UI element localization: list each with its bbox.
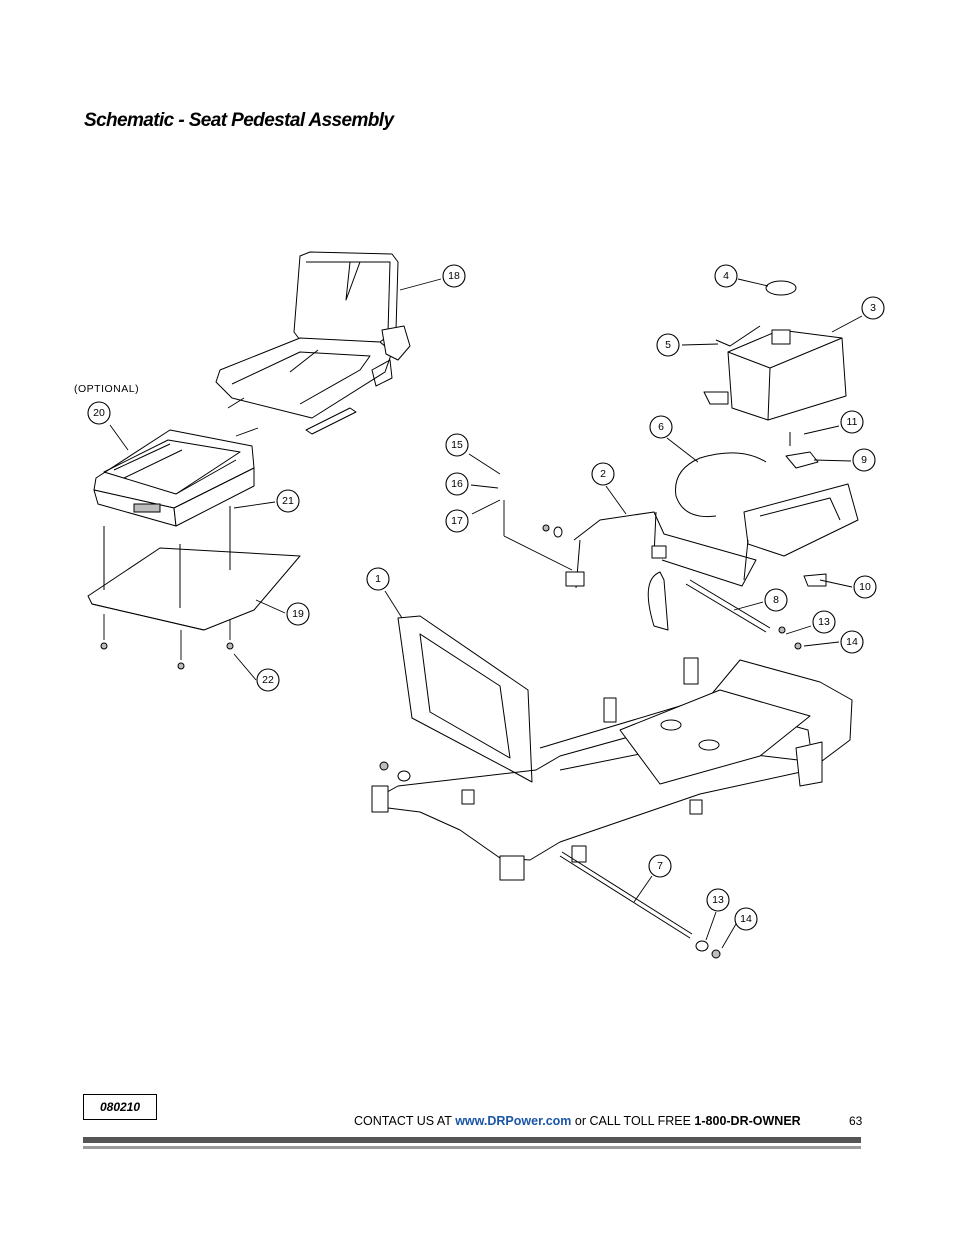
callout-21: 21 xyxy=(276,489,300,513)
callout-22: 22 xyxy=(256,668,280,692)
svg-text:3: 3 xyxy=(870,302,876,314)
seat-drawing xyxy=(215,251,411,437)
callout-6: 6 xyxy=(649,415,673,439)
svg-text:21: 21 xyxy=(282,495,294,507)
callout-17: 17 xyxy=(445,509,469,533)
svg-text:13: 13 xyxy=(818,616,830,628)
cable-bracket-drawing xyxy=(675,452,859,587)
svg-text:6: 6 xyxy=(658,421,664,433)
svg-text:20: 20 xyxy=(93,407,105,419)
callout-13-lower: 13 xyxy=(706,888,730,912)
callout-20: 20 xyxy=(87,401,111,425)
callout-15: 15 xyxy=(445,433,469,457)
callout-8: 8 xyxy=(764,588,788,612)
page-title: Schematic - Seat Pedestal Assembly xyxy=(84,110,394,131)
svg-text:17: 17 xyxy=(451,515,463,527)
callout-19: 19 xyxy=(286,602,310,626)
svg-text:1: 1 xyxy=(375,573,381,585)
footer-rule xyxy=(83,1137,861,1143)
svg-text:19: 19 xyxy=(292,608,304,620)
tank-drawing xyxy=(703,280,847,469)
phone-number: 1-800-DR-OWNER xyxy=(694,1114,801,1128)
callout-13: 13 xyxy=(812,610,836,634)
callout-16: 16 xyxy=(445,472,469,496)
callout-18: 18 xyxy=(442,264,466,288)
contact-prefix: CONTACT US AT xyxy=(354,1114,452,1128)
footer-contact: CONTACT US AT www.DRPower.com or CALL TO… xyxy=(354,1114,801,1128)
callout-5: 5 xyxy=(656,333,680,357)
document-code: 080210 xyxy=(83,1094,157,1120)
svg-text:8: 8 xyxy=(773,594,779,606)
svg-text:22: 22 xyxy=(262,674,274,686)
page-number: 63 xyxy=(849,1114,863,1128)
leader-lines xyxy=(109,278,863,949)
callout-10: 10 xyxy=(853,575,877,599)
callout-14-lower: 14 xyxy=(734,907,758,931)
svg-text:15: 15 xyxy=(451,439,463,451)
optional-label: (OPTIONAL) xyxy=(74,383,139,395)
callout-14: 14 xyxy=(840,630,864,654)
contact-middle: or CALL TOLL FREE xyxy=(574,1114,691,1128)
svg-text:16: 16 xyxy=(451,478,463,490)
footer-rule-thin xyxy=(83,1146,861,1149)
callout-3: 3 xyxy=(861,296,885,320)
website-link[interactable]: www.DRPower.com xyxy=(455,1114,572,1128)
svg-text:7: 7 xyxy=(657,860,663,872)
callout-1: 1 xyxy=(366,567,390,591)
svg-text:10: 10 xyxy=(859,581,871,593)
svg-text:9: 9 xyxy=(861,454,867,466)
pedestal-frame-drawing xyxy=(503,500,771,633)
svg-text:13: 13 xyxy=(712,894,724,906)
svg-text:18: 18 xyxy=(448,270,460,282)
optional-cushion-drawing xyxy=(93,429,255,527)
svg-text:14: 14 xyxy=(846,636,858,648)
svg-text:14: 14 xyxy=(740,913,752,925)
svg-text:11: 11 xyxy=(847,416,858,428)
callout-11: 11 xyxy=(840,410,864,434)
callout-9: 9 xyxy=(852,448,876,472)
seat-plate-drawing xyxy=(87,506,301,670)
callout-2: 2 xyxy=(591,462,615,486)
svg-text:4: 4 xyxy=(723,270,729,282)
callout-7: 7 xyxy=(648,854,672,878)
svg-text:2: 2 xyxy=(600,468,606,480)
main-frame-drawing xyxy=(371,615,853,959)
svg-text:5: 5 xyxy=(665,339,671,351)
callout-4: 4 xyxy=(714,264,738,288)
